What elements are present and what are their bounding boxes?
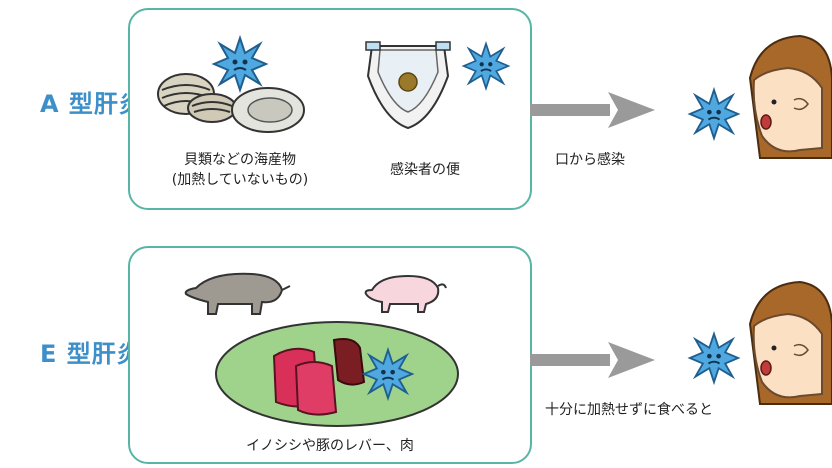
route-caption-e: 十分に加熱せずに食べると xyxy=(545,402,713,418)
hepatitis-e-sources-box xyxy=(128,246,532,464)
plate-illustration xyxy=(215,321,459,427)
stool-caption: 感染者の便 xyxy=(390,162,460,178)
hepatitis-a-label: A 型肝炎 xyxy=(40,90,144,118)
virus-icon xyxy=(211,34,269,94)
meat-caption: イノシシや豚のレバー、肉 xyxy=(246,438,414,454)
diaper-illustration xyxy=(365,41,451,130)
virus-icon xyxy=(687,86,741,142)
seafood-caption: 貝類などの海産物 (加熱していないもの) xyxy=(171,152,309,188)
route-caption-a: 口から感染 xyxy=(555,152,625,168)
virus-icon xyxy=(687,330,741,386)
arrow-icon xyxy=(530,92,655,128)
boar-illustration xyxy=(184,272,291,315)
person-illustration xyxy=(748,280,832,405)
virus-icon xyxy=(361,346,415,402)
virus-icon xyxy=(461,41,511,91)
shellfish-illustration xyxy=(157,73,305,133)
person-illustration xyxy=(748,34,832,159)
arrow-icon xyxy=(530,342,655,378)
pig-illustration xyxy=(364,274,447,313)
hepatitis-e-label: E 型肝炎 xyxy=(40,340,142,368)
